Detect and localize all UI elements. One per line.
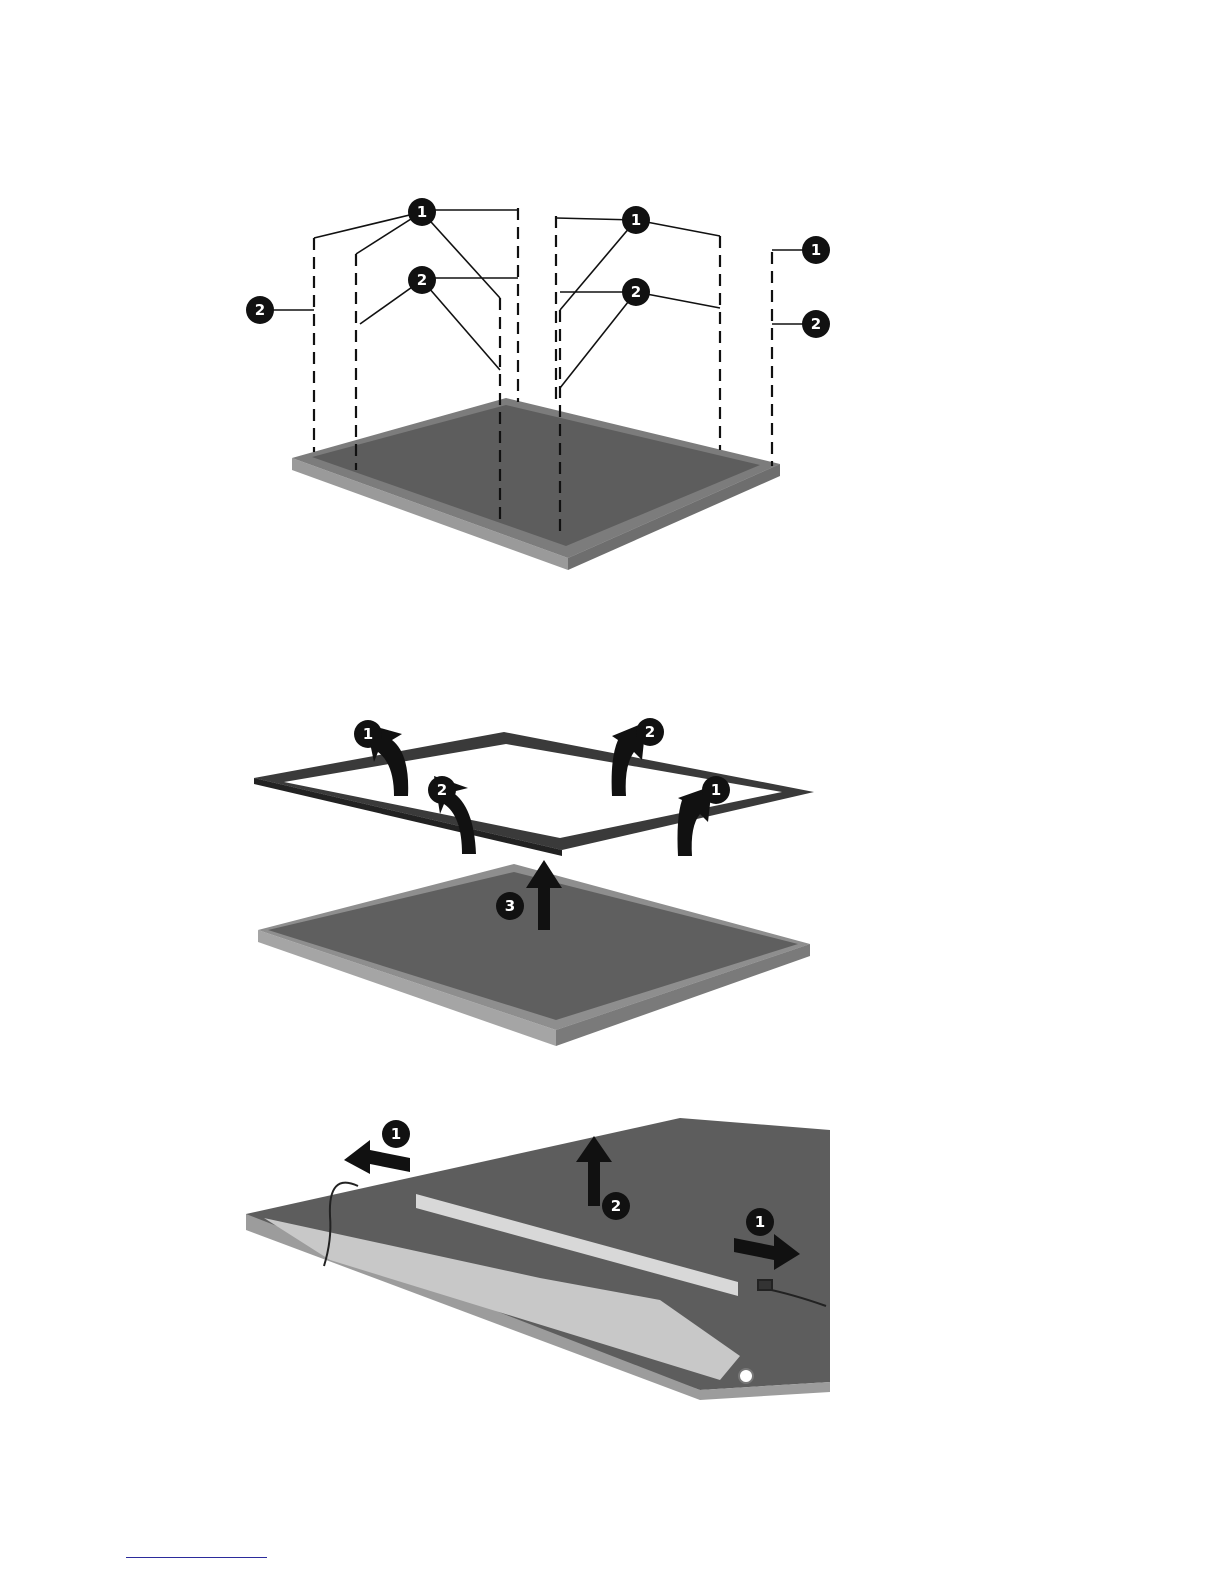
display-panel-lower: [258, 864, 810, 1046]
svg-text:1: 1: [631, 211, 641, 229]
callout-2-b: 2: [428, 776, 456, 804]
svg-text:1: 1: [811, 241, 821, 259]
display-panel-closeup: [246, 1118, 830, 1400]
callout-2-b: 2: [622, 278, 650, 306]
footnote-rule: [126, 1557, 267, 1558]
svg-text:2: 2: [611, 1197, 621, 1215]
svg-text:1: 1: [363, 725, 373, 743]
leader-lines: [262, 210, 814, 388]
figure-screw-removal: 1 2 2 1 2 1 2: [0, 180, 1224, 580]
svg-text:2: 2: [437, 781, 447, 799]
svg-text:3: 3: [505, 897, 515, 915]
callout-1-b: 1: [746, 1208, 774, 1236]
svg-text:2: 2: [811, 315, 821, 333]
callout-2-a: 2: [636, 718, 664, 746]
callout-1-a: 1: [382, 1120, 410, 1148]
figure-inverter-removal: 1 2 1: [0, 1110, 1224, 1400]
callout-2-left: 2: [246, 296, 274, 324]
callout-2: 2: [602, 1192, 630, 1220]
svg-text:1: 1: [391, 1125, 401, 1143]
callout-3: 3: [496, 892, 524, 920]
svg-text:2: 2: [645, 723, 655, 741]
svg-text:2: 2: [417, 271, 427, 289]
svg-text:1: 1: [755, 1213, 765, 1231]
figure-bezel-removal: 1 2 2 1 3: [0, 680, 1224, 1060]
svg-text:2: 2: [255, 301, 265, 319]
callout-2-a: 2: [408, 266, 436, 294]
svg-text:1: 1: [417, 203, 427, 221]
callout-2-right: 2: [802, 310, 830, 338]
svg-text:1: 1: [711, 781, 721, 799]
callout-1-a: 1: [354, 720, 382, 748]
display-bezel: [254, 732, 814, 856]
callout-1-b: 1: [622, 206, 650, 234]
display-panel: [292, 398, 780, 570]
callout-1-b: 1: [702, 776, 730, 804]
callout-1-right: 1: [802, 236, 830, 264]
svg-text:2: 2: [631, 283, 641, 301]
callout-1-a: 1: [408, 198, 436, 226]
